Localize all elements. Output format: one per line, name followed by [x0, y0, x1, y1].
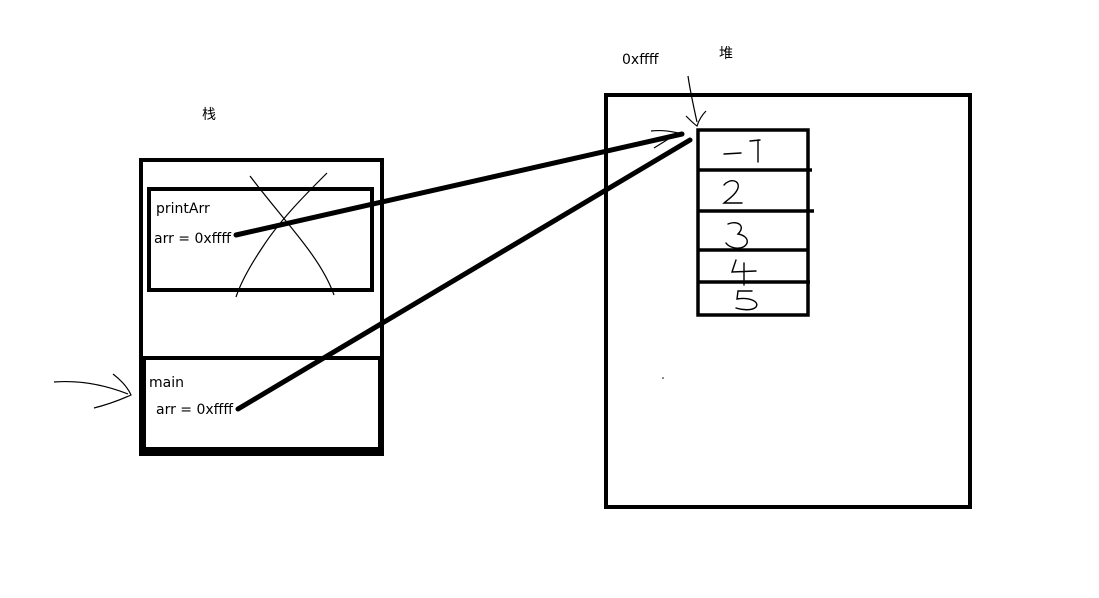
heap-box	[604, 93, 972, 509]
stack-title: 栈	[202, 107, 216, 123]
heap-array	[696, 128, 814, 317]
stray-dot	[662, 377, 664, 379]
main-frame-variable: arr = 0xffff	[156, 402, 233, 418]
array-value-4-glyph	[731, 259, 757, 286]
heap-region	[604, 75, 972, 509]
stack-region	[53, 158, 384, 456]
main-entry-arrowhead	[93, 373, 132, 409]
printarr-reference-line	[233, 131, 685, 238]
array-value-5-glyph	[735, 290, 758, 311]
array-value-2-glyph	[722, 180, 743, 204]
array-value-1-glyph	[723, 139, 761, 163]
array-value-3-glyph	[725, 222, 748, 249]
main-entry-arrow-shaft	[53, 380, 129, 395]
printarr-cross-stroke-1	[249, 175, 335, 296]
handwritten-digits	[722, 139, 761, 311]
printarr-frame-variable: arr = 0xffff	[154, 231, 231, 247]
heap-title: 堆	[719, 46, 733, 62]
main-frame-name: main	[149, 375, 184, 391]
address-arrow-shaft	[687, 75, 698, 123]
main-reference-line	[235, 137, 693, 412]
heap-array-outline	[696, 128, 810, 317]
heap-address-label: 0xffff	[622, 52, 659, 68]
printarr-frame-name: printArr	[156, 201, 210, 217]
printarr-cross-stroke-2	[235, 172, 328, 298]
address-arrowhead	[685, 110, 707, 127]
